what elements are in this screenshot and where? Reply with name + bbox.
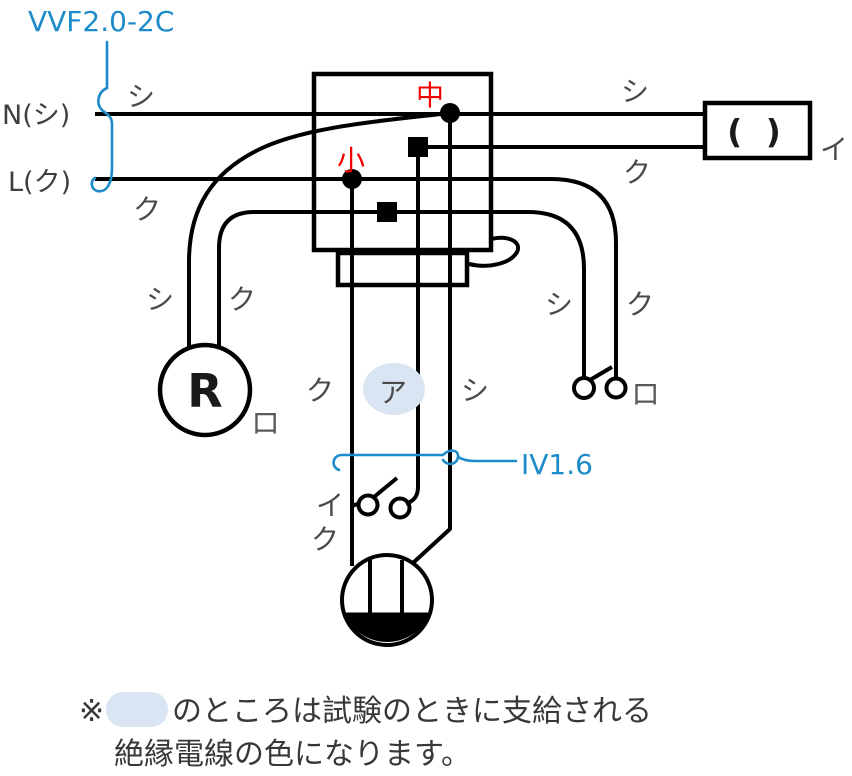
junction-dot-mid	[440, 103, 460, 123]
receptacle-letter: R	[187, 364, 222, 418]
switch-ro-return-to-receptacle	[217, 210, 586, 378]
slack-loop	[468, 235, 521, 268]
switch-ro-lever	[588, 365, 614, 382]
highlight-pill-a	[363, 363, 425, 415]
iv-wire-label: IV1.6	[521, 448, 593, 481]
drop-right-color-label: シ	[461, 374, 489, 407]
junction-mid-label: 中	[416, 79, 444, 112]
note-line2: 絶縁電線の色になります。	[114, 737, 471, 772]
live-wire-to-switch-ro	[95, 177, 618, 378]
connector-box	[335, 250, 470, 288]
switch-i-return-drop-wire	[405, 155, 420, 506]
fixture-box	[702, 100, 813, 161]
switch-ro-right-color-label: ク	[626, 288, 654, 321]
receptacle-left-color-label: シ	[146, 283, 174, 316]
highlight-pill-note	[106, 692, 168, 727]
vvf-cable-bracket	[90, 40, 114, 193]
switch-ro-contact-right	[604, 376, 628, 400]
switch-ro-mark: ロ	[631, 377, 660, 411]
junction-dot-small	[342, 169, 362, 189]
l-wire-color-label: ク	[133, 193, 161, 226]
fixture-bottom-color-label: ク	[623, 156, 651, 189]
iv-wire-bracket	[332, 449, 518, 472]
switch-ro-contact-left	[572, 376, 596, 400]
switch-i-color-label: ク	[311, 523, 339, 556]
switch-i-lever	[372, 476, 399, 499]
drop-mid-color-label: ア	[379, 376, 407, 409]
ceiling-device-symbol	[340, 553, 434, 647]
switch-i-contact-right	[388, 496, 412, 520]
cable-top-label: VVF2.0-2C	[28, 5, 174, 38]
source-l-label: L(ク)	[8, 167, 71, 198]
neutral-branch-to-receptacle	[187, 111, 451, 348]
note-line1: のところは試験のときに支給される	[172, 694, 652, 729]
receptacle-symbol	[157, 342, 253, 438]
ceiling-device-filled-base	[343, 612, 431, 642]
receptacle-switch-mark: ロ	[251, 406, 280, 440]
switch-i-contact-left	[356, 493, 380, 517]
n-wire-color-label: シ	[127, 80, 155, 113]
switch-ro-left-color-label: シ	[545, 288, 573, 321]
note-mark: ※	[79, 694, 104, 729]
drop-left-color-label: ク	[306, 374, 334, 407]
fixture-top-color-label: シ	[621, 75, 649, 108]
fixture-mark: イ	[820, 133, 848, 166]
junction-small-label: 小	[337, 144, 365, 177]
connector-square-upper	[408, 137, 428, 157]
connector-square-lower	[377, 202, 397, 222]
junction-box	[311, 71, 494, 253]
receptacle-right-color-label: ク	[228, 283, 256, 316]
source-n-label: N(シ)	[2, 100, 70, 131]
fixture-symbol-text: ( )	[727, 112, 787, 151]
switch-i-mark: イ	[316, 489, 344, 522]
